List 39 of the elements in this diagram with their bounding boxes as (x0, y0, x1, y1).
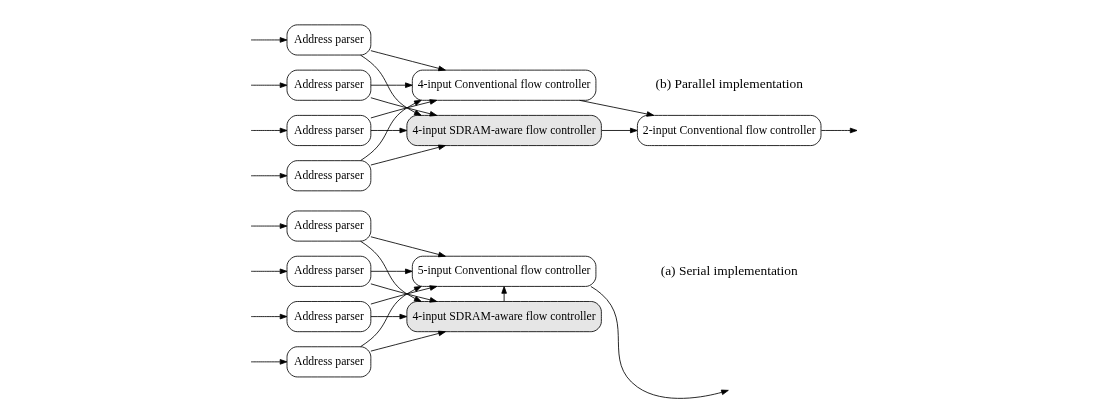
arrow (369, 144, 446, 166)
arrow (369, 313, 407, 320)
arrow (589, 286, 729, 399)
arrow (369, 50, 446, 72)
node-box: 2-input Conventional flow controller (636, 114, 821, 146)
label: (a) Serial implementation (660, 262, 798, 278)
arrow (359, 99, 422, 161)
node-box: Address parser (286, 210, 371, 242)
label: (b) Parallel implementation (654, 76, 803, 92)
node-box: 4-input SDRAM-aware flow controller (405, 301, 602, 333)
node-box: Address parser (286, 69, 371, 101)
arrow (369, 236, 446, 258)
arrow (250, 313, 287, 320)
arrow (359, 54, 422, 116)
node-box: 5-input Conventional flow controller (411, 255, 596, 287)
node-box: Address parser (286, 346, 371, 378)
arrow (359, 240, 422, 302)
arrow (359, 286, 422, 348)
node-box: Address parser (286, 160, 371, 192)
node-box: 4-input Conventional flow controller (411, 69, 596, 101)
arrow (820, 127, 857, 134)
node-box: Address parser (286, 301, 371, 333)
arrow (600, 127, 638, 134)
arrow (369, 127, 407, 134)
arrow (250, 268, 287, 275)
arrow (500, 286, 507, 302)
arrow (250, 223, 287, 229)
arrow (250, 82, 287, 88)
arrow (250, 359, 287, 365)
arrow (369, 82, 413, 88)
node-box: Address parser (286, 114, 371, 146)
node-box: Address parser (286, 24, 371, 56)
node-box: 4-input SDRAM-aware flow controller (405, 114, 602, 146)
arrow (250, 173, 287, 179)
node-box: Address parser (286, 255, 371, 287)
arrow (250, 37, 287, 43)
arrow (250, 127, 287, 134)
arrow (369, 330, 446, 352)
arrow (369, 268, 413, 275)
